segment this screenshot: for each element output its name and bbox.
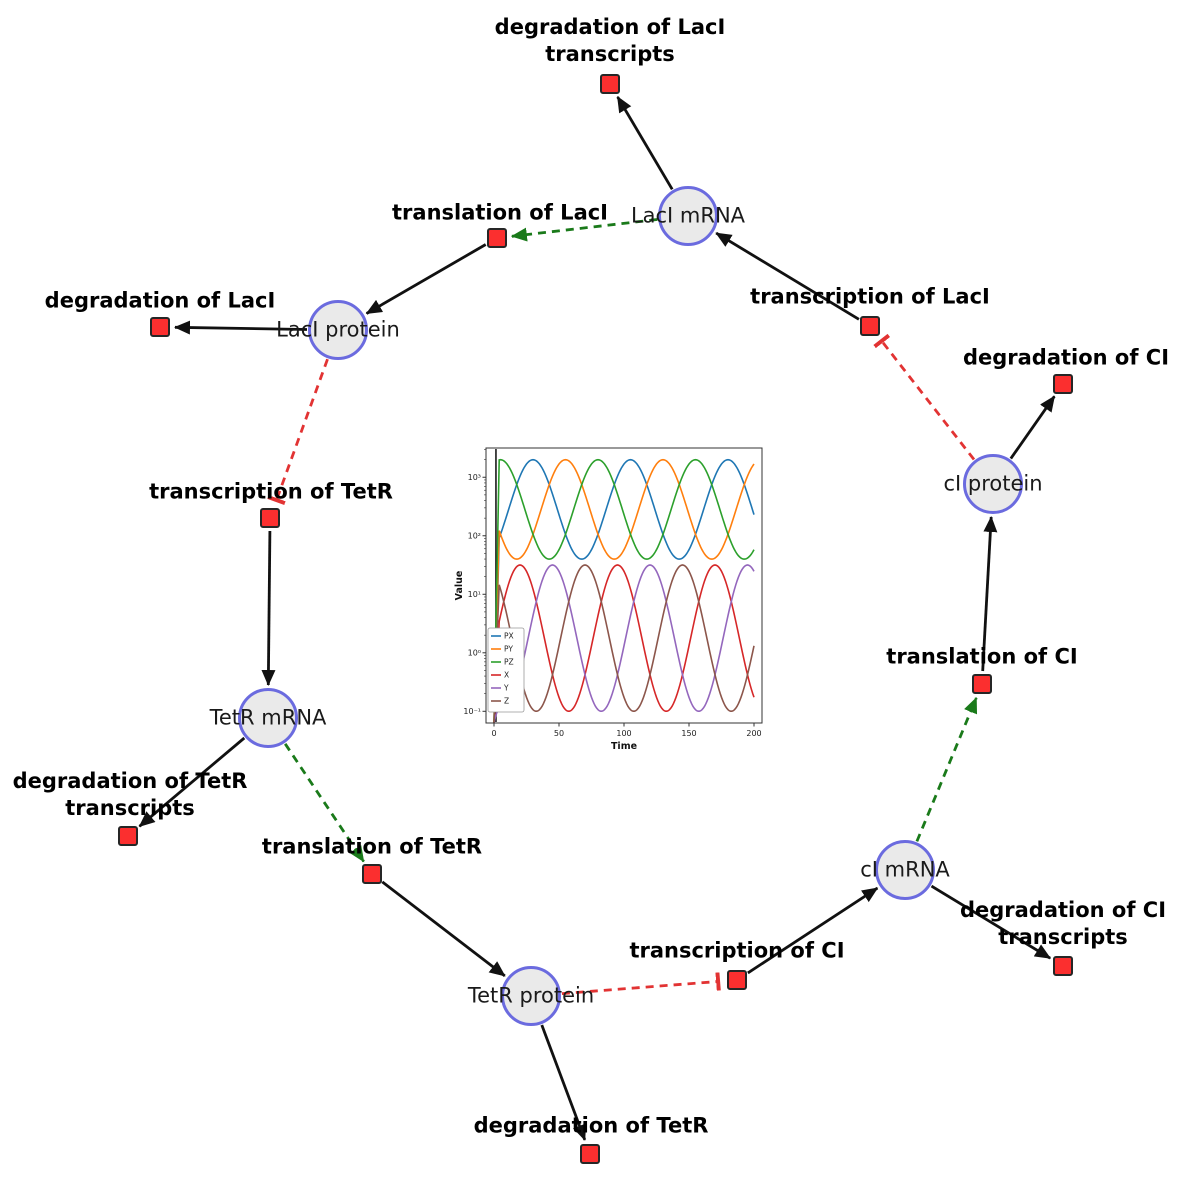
reaction-node-deg-laci[interactable] [150,317,170,337]
reaction-node-translation-laci[interactable] [487,228,507,248]
legend-entry-PZ: PZ [504,658,514,667]
edge-production-translation-laci-to-laci-protein [365,243,487,315]
reaction-node-deg-ci[interactable] [1053,374,1073,394]
reaction-node-transcription-laci[interactable] [860,316,880,336]
series-line-Z [493,564,755,724]
reaction-node-deg-ci-transcripts[interactable] [1053,956,1073,976]
y-tick-label-1e-1: 10⁻¹ [463,707,481,716]
legend-entry-PX: PX [504,632,514,641]
x-tick-label-0: 0 [491,729,496,738]
edge-inhibition-tetr-protein-to-transcription-ci [561,972,721,995]
edge-consumption-ci-protein-to-deg-ci [1009,395,1056,460]
edge-production-translation-ci-to-ci-protein [981,516,998,672]
series-line-Y [493,564,755,724]
species-node-laci-mrna[interactable] [658,186,718,246]
edge-modifier-laci-mrna-to-translation-laci [510,218,658,242]
x-axis-label: Time [611,741,637,752]
edge-production-transcription-ci-to-ci-mrna [747,886,879,975]
edge-modifier-ci-mrna-to-translation-ci [915,696,978,842]
x-tick-label-200: 200 [746,729,761,738]
edge-consumption-laci-mrna-to-deg-laci-transcripts [616,96,674,191]
edge-inhibition-laci-protein-to-transcription-tetr [267,358,329,506]
y-tick-label-1e2: 10² [468,532,481,541]
reaction-node-deg-laci-transcripts[interactable] [600,74,620,94]
edge-production-translation-tetr-to-tetr-protein [381,880,506,978]
species-node-tetr-mrna[interactable] [238,688,298,748]
edge-production-transcription-tetr-to-tetr-mrna [261,530,276,686]
y-tick-label-1e3: 10³ [468,473,481,482]
legend-entry-PY: PY [504,645,513,654]
edge-consumption-ci-mrna-to-deg-ci-transcripts [930,884,1052,960]
legend-entry-Z: Z [504,697,509,706]
edge-consumption-laci-protein-to-deg-laci [174,320,308,335]
edge-consumption-tetr-mrna-to-deg-tetr-transcripts [138,736,246,828]
species-node-ci-mrna[interactable] [875,840,935,900]
edges-group [138,96,1056,1141]
species-node-laci-protein[interactable] [308,300,368,360]
series-line-PY [493,458,755,724]
reaction-node-deg-tetr-transcripts[interactable] [118,826,138,846]
edge-production-transcription-laci-to-laci-mrna [715,231,860,321]
reaction-node-transcription-tetr[interactable] [260,508,280,528]
series-line-PZ [493,458,755,724]
species-node-tetr-protein[interactable] [501,966,561,1026]
edge-inhibition-ci-protein-to-transcription-laci [873,333,976,461]
reaction-node-translation-tetr[interactable] [362,864,382,884]
x-tick-label-100: 100 [616,729,631,738]
reaction-node-translation-ci[interactable] [972,674,992,694]
plot-background [486,448,762,723]
series-line-PX [493,458,755,724]
series-line-X [493,564,755,724]
y-tick-label-1e0: 10⁰ [468,649,481,658]
reaction-node-deg-tetr[interactable] [580,1144,600,1164]
y-axis-label: Value [454,571,465,601]
x-tick-label-50: 50 [554,729,564,738]
reaction-node-transcription-ci[interactable] [727,970,747,990]
x-tick-label-150: 150 [681,729,696,738]
y-tick-label-1e1: 10¹ [468,590,481,599]
legend-entry-Y: Y [503,684,509,693]
edge-consumption-tetr-protein-to-deg-tetr [540,1024,587,1141]
species-node-ci-protein[interactable] [963,454,1023,514]
legend-entry-X: X [504,671,509,680]
edge-modifier-tetr-mrna-to-translation-tetr [284,743,365,863]
